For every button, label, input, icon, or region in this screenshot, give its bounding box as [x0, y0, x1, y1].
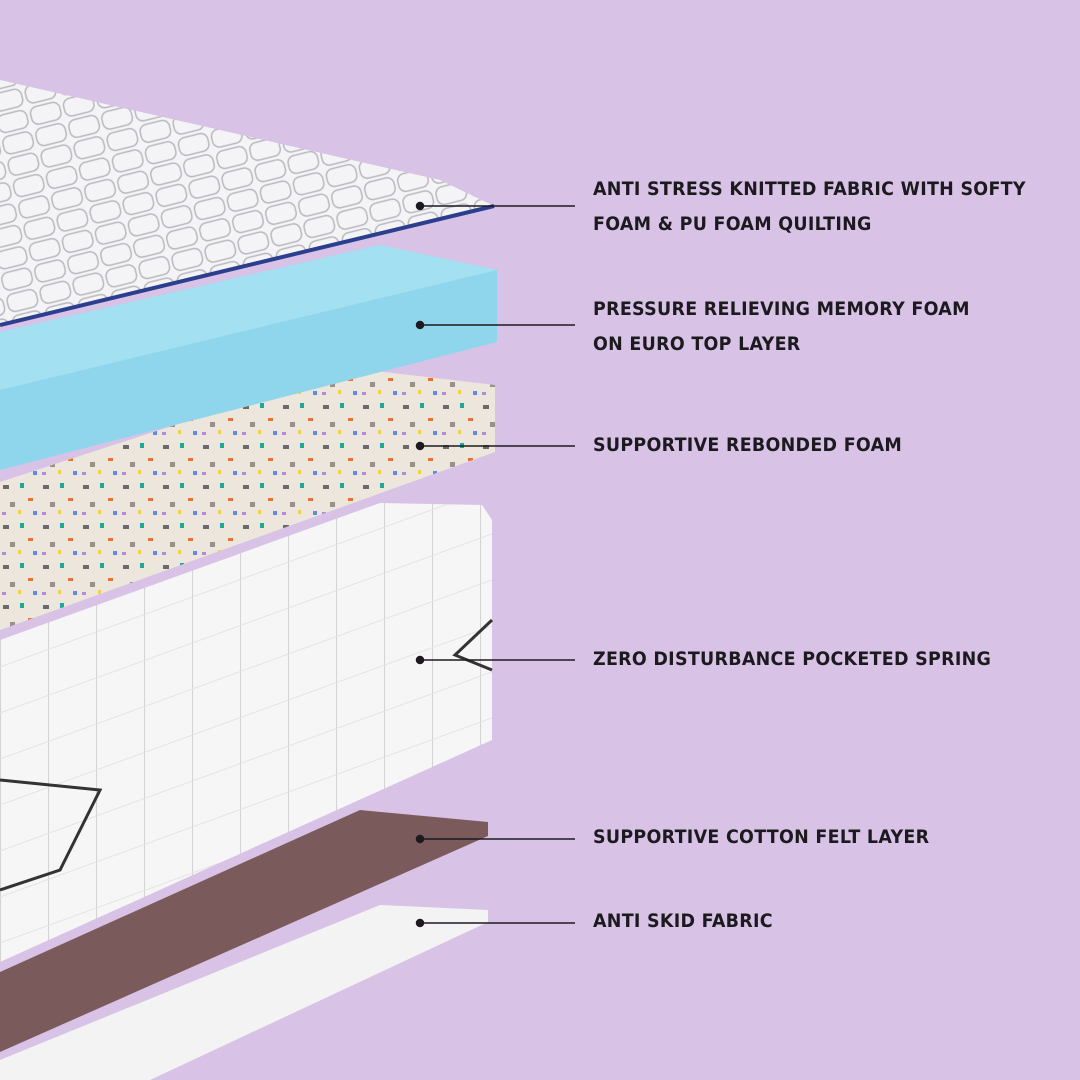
label-line: ZERO DISTURBANCE POCKETED SPRING [593, 648, 992, 670]
label-line: FOAM & PU FOAM QUILTING [593, 213, 872, 235]
memory-foam-layer [0, 245, 497, 470]
label-line: ON EURO TOP LAYER [593, 333, 801, 355]
quilt-edge-binding [0, 204, 495, 327]
label-line: SUPPORTIVE COTTON FELT LAYER [593, 826, 930, 848]
label-line: PRESSURE RELIEVING MEMORY FOAM [593, 298, 970, 320]
pocketed-spring-layer [0, 503, 492, 962]
spring-wire [0, 778, 103, 892]
label-anti-skid: ANTI SKID FABRIC [593, 904, 773, 939]
memory-foam-top-face [0, 245, 497, 390]
quilt-layer [0, 80, 494, 325]
label-line: SUPPORTIVE REBONDED FOAM [593, 434, 903, 456]
cotton-felt-layer [0, 810, 488, 1052]
leader-lines [415, 201, 575, 928]
label-memory-foam: PRESSURE RELIEVING MEMORY FOAM ON EURO T… [593, 292, 970, 362]
label-line: ANTI STRESS KNITTED FABRIC WITH SOFTY [593, 178, 1026, 200]
anti-skid-layer [0, 905, 488, 1080]
rebonded-foam-layer [0, 368, 495, 630]
label-cotton-felt: SUPPORTIVE COTTON FELT LAYER [593, 820, 929, 855]
label-line: ANTI SKID FABRIC [593, 910, 773, 932]
label-rebonded-foam: SUPPORTIVE REBONDED FOAM [593, 428, 902, 463]
spring-wire [452, 618, 494, 672]
label-pocketed-spring: ZERO DISTURBANCE POCKETED SPRING [593, 642, 991, 677]
label-quilt: ANTI STRESS KNITTED FABRIC WITH SOFTY FO… [593, 172, 1026, 242]
